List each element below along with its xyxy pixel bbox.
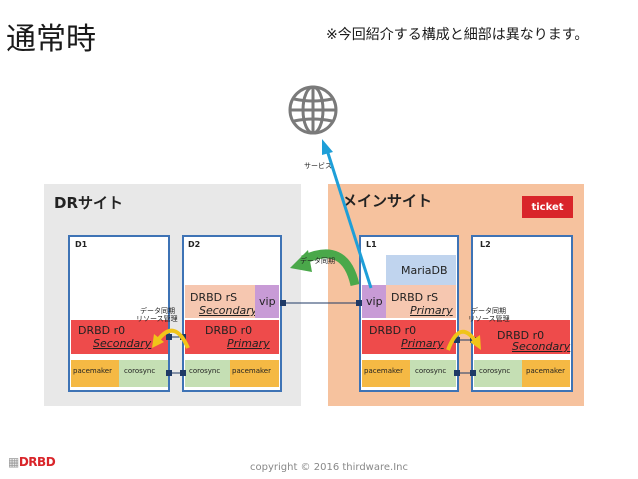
service-label: サービス — [304, 162, 332, 170]
d2-vip — [255, 285, 279, 318]
l1-drbd-r0-name: DRBD r0 — [369, 324, 417, 337]
sync-label-center: データ同期 — [300, 257, 335, 265]
d1-pacemaker — [71, 360, 119, 387]
l2-drbd-r0 — [474, 320, 570, 354]
copyright-text: copyright © 2016 thirdware.Inc — [250, 462, 408, 473]
l1-mariadb — [386, 255, 456, 285]
node-d1-label: D1 — [75, 240, 88, 249]
service-arrow — [325, 149, 373, 289]
sync-label-left-1: データ同期 — [140, 307, 175, 315]
d2-pacemaker — [230, 360, 279, 387]
l2-pacemaker — [522, 360, 570, 387]
l1-vip-label: vip — [366, 295, 383, 308]
page-title: 通常時 — [6, 22, 96, 57]
d1-pacemaker-label: pacemaker — [73, 367, 112, 375]
port-l1-corosync — [454, 370, 460, 376]
d1-corosync — [119, 360, 168, 387]
sync-label-right-1: データ同期 — [471, 307, 506, 315]
l2-drbd-r0-role: Secondary — [512, 340, 571, 353]
sync-label-right-2: リソース管理 — [468, 315, 510, 323]
note-text: ※今回紹介する構成と細部は異なります。 — [326, 27, 589, 43]
port-d2-corosync — [180, 370, 186, 376]
l1-drbd-rs-role: Primary — [410, 304, 453, 317]
d2-drbd-r0-name: DRBD r0 — [205, 324, 253, 337]
sync-arrow-center-head — [290, 250, 312, 272]
l1-pacemaker-label: pacemaker — [364, 367, 403, 375]
port-d2-vip — [280, 300, 286, 306]
d2-drbd-r0-role: Primary — [227, 337, 270, 350]
ticket-badge: ticket — [522, 196, 573, 218]
globe-icon — [288, 85, 338, 135]
l1-drbd-rs-name: DRBD rS — [391, 291, 439, 304]
port-l2-corosync — [470, 370, 476, 376]
l1-drbd-rs — [386, 285, 456, 318]
port-l1-vip — [356, 300, 362, 306]
l1-corosync-label: corosync — [415, 367, 447, 375]
l2-pacemaker-label: pacemaker — [526, 367, 565, 375]
l1-vip — [362, 285, 386, 318]
drbd-logo: ▦DRBD — [8, 455, 56, 469]
sync-arrow-left — [156, 328, 190, 349]
node-d2-label: D2 — [188, 240, 201, 249]
d2-drbd-rs — [185, 285, 255, 318]
l1-drbd-r0 — [362, 320, 456, 354]
port-d1-drbd — [166, 334, 172, 340]
l2-drbd-r0-name: DRBD r0 — [497, 329, 545, 342]
sync-arrow-right — [446, 329, 478, 351]
d1-drbd-r0-role: Secondary — [93, 337, 152, 350]
d2-vip-label: vip — [259, 295, 276, 308]
d2-corosync-label: corosync — [189, 367, 221, 375]
sync-arrow-left-head — [152, 334, 164, 348]
l1-corosync — [410, 360, 456, 387]
d2-drbd-rs-name: DRBD rS — [190, 291, 238, 304]
port-d1-corosync — [166, 370, 172, 376]
port-l1-drbd — [454, 337, 460, 343]
d2-corosync — [185, 360, 230, 387]
l2-corosync — [474, 360, 522, 387]
d2-pacemaker-label: pacemaker — [232, 367, 271, 375]
sync-arrow-right-head — [470, 335, 481, 350]
service-arrow-head — [322, 139, 333, 155]
l1-drbd-r0-role: Primary — [401, 337, 444, 350]
dr-site-label: DRサイト — [54, 194, 124, 212]
main-site-label: メインサイト — [342, 192, 433, 210]
node-l1-label: L1 — [366, 240, 377, 249]
d1-drbd-r0-name: DRBD r0 — [78, 324, 126, 337]
d2-drbd-rs-role: Secondary — [199, 304, 258, 317]
l1-pacemaker — [362, 360, 410, 387]
sync-label-left-2: リソース管理 — [136, 315, 178, 323]
sync-arrow-center — [301, 249, 360, 287]
drbd-logo-text: DRBD — [18, 455, 56, 469]
d2-drbd-r0 — [185, 320, 279, 354]
node-l2-label: L2 — [480, 240, 491, 249]
d1-drbd-r0 — [71, 320, 168, 354]
l2-corosync-label: corosync — [479, 367, 511, 375]
d1-corosync-label: corosync — [124, 367, 156, 375]
l1-mariadb-label: MariaDB — [401, 264, 448, 277]
